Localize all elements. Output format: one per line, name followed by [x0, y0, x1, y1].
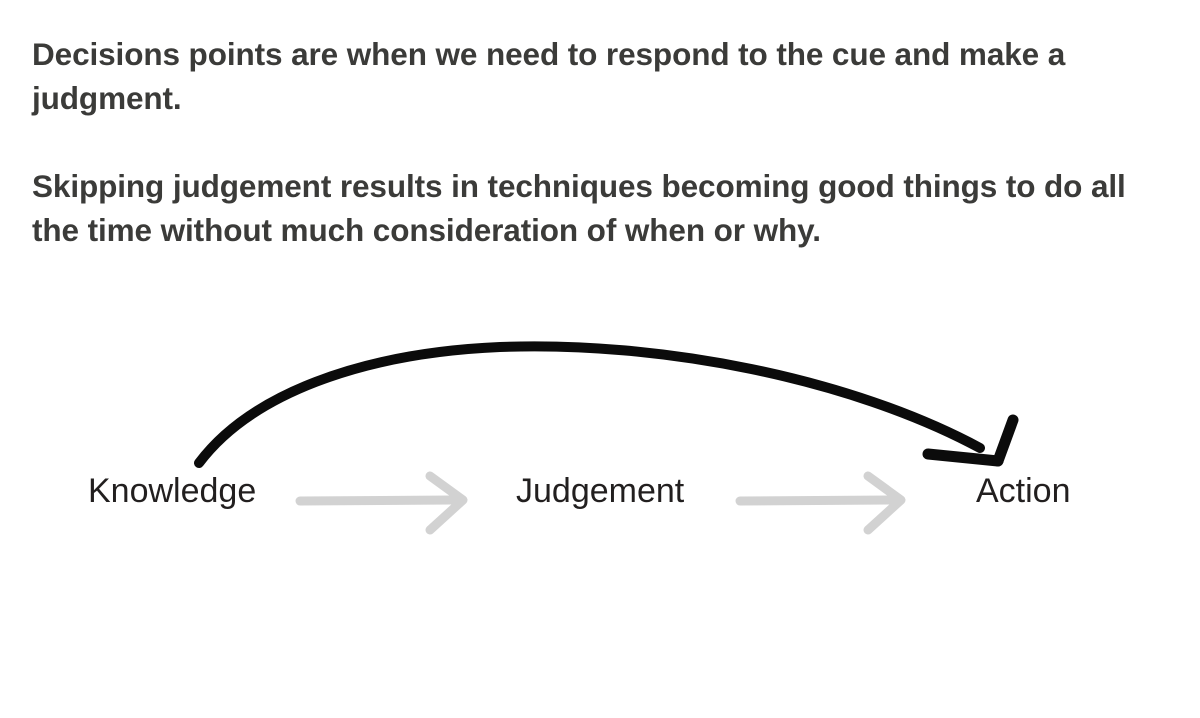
paragraph-spacer	[32, 120, 1172, 164]
arrow-judgement-to-action-icon	[735, 471, 906, 535]
paragraph-decision-points: Decisions points are when we need to res…	[32, 36, 1074, 116]
slide-text-block: Decisions points are when we need to res…	[32, 32, 1172, 252]
diagram-node-action: Action	[976, 472, 1071, 510]
diagram-node-judgement: Judgement	[516, 472, 685, 510]
paragraph-skipping-judgement: Skipping judgement results in techniques…	[32, 168, 1135, 248]
diagram-node-knowledge: Knowledge	[88, 472, 257, 510]
arrow-knowledge-to-judgement-icon	[295, 471, 468, 535]
knowledge-judgement-action-diagram	[0, 320, 1200, 580]
arrow-knowledge-to-action-bypass-icon	[194, 341, 1019, 468]
